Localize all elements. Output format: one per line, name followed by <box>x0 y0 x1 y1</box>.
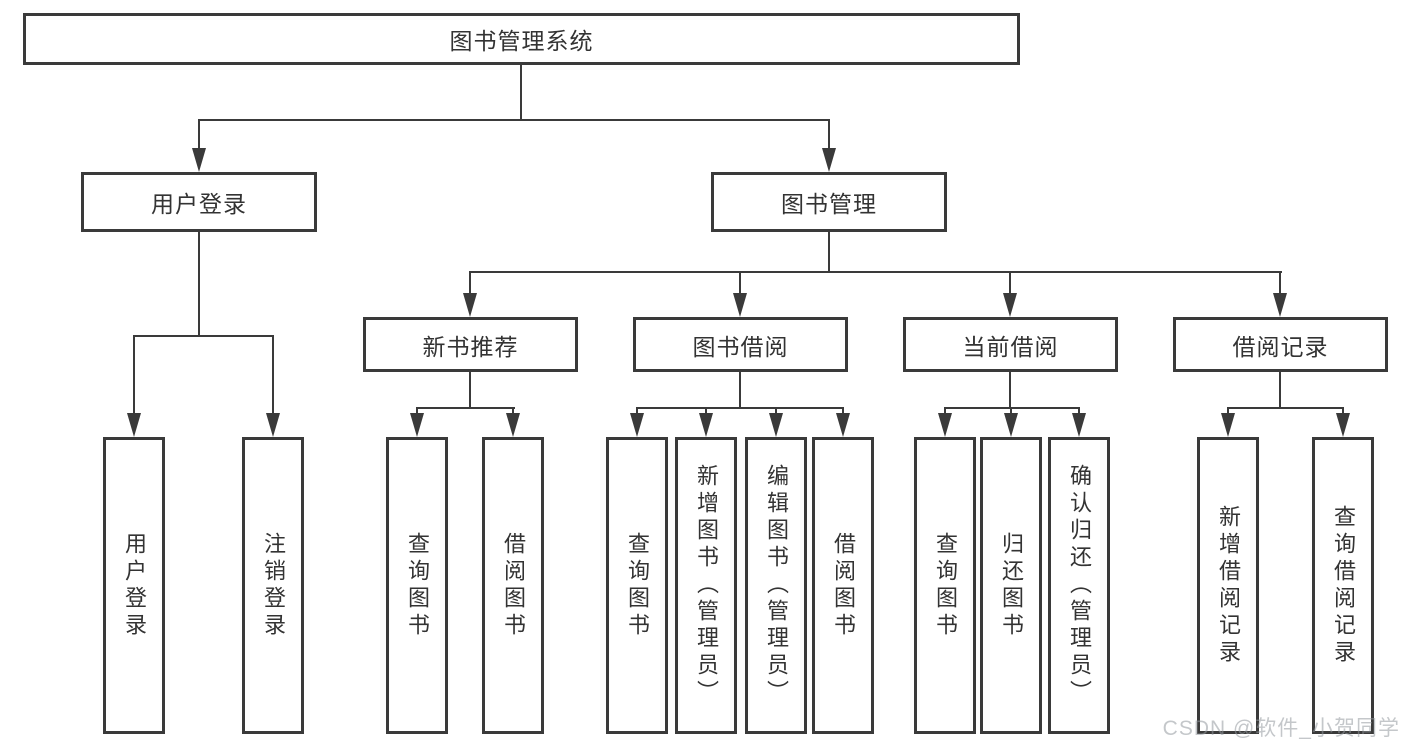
leaf-edit-book-admin-label: 编辑图书（管理员） <box>764 464 789 707</box>
connector-borrow-records-trunk <box>1279 372 1281 409</box>
leaf-borrow-books-1-label: 借阅图书 <box>501 531 526 640</box>
leaf-query-books-1: 查询图书 <box>386 437 448 734</box>
connector-stem-leaf-user-login <box>133 335 135 415</box>
node-current-borrow: 当前借阅 <box>903 317 1118 372</box>
csdn-watermark: CSDN @软件_小贺同学 <box>1162 717 1400 740</box>
arrowhead-new-book <box>463 293 477 317</box>
connector-stem-edit-book <box>775 407 777 417</box>
connector-stem-book-management <box>828 119 830 152</box>
arrowhead-confirm-return <box>1072 413 1086 437</box>
node-book-management: 图书管理 <box>711 172 947 232</box>
leaf-query-borrow-record-label: 查询借阅记录 <box>1331 504 1356 667</box>
leaf-borrow-books-1: 借阅图书 <box>482 437 544 734</box>
node-current-borrow-label: 当前借阅 <box>962 333 1059 360</box>
arrowhead-book-management <box>822 148 836 172</box>
connector-stem-confirm-return <box>1078 407 1080 417</box>
node-library-system-label: 图书管理系统 <box>449 28 594 54</box>
node-book-borrow: 图书借阅 <box>633 317 848 372</box>
connector-stem-borrow-books-1 <box>512 407 514 417</box>
leaf-borrow-books-2-label: 借阅图书 <box>831 531 856 640</box>
connector-stem-query-books-2 <box>636 407 638 417</box>
arrowhead-current-borrow <box>1003 293 1017 317</box>
connector-book-borrow-trunk <box>739 372 741 409</box>
node-user-login: 用户登录 <box>81 172 317 232</box>
connector-current-borrow-trunk <box>1009 372 1011 409</box>
arrowhead-borrow-records <box>1273 293 1287 317</box>
connector-stem-add-book <box>705 407 707 417</box>
leaf-user-login: 用户登录 <box>103 437 165 734</box>
connector-stem-book-borrow <box>739 271 741 295</box>
arrowhead-query-books-1 <box>410 413 424 437</box>
leaf-query-books-3-label: 查询图书 <box>933 531 958 640</box>
node-borrow-records-label: 借阅记录 <box>1232 333 1329 360</box>
leaf-query-borrow-record: 查询借阅记录 <box>1312 437 1374 734</box>
leaf-add-book-admin-label: 新增图书（管理员） <box>694 464 719 707</box>
node-borrow-records: 借阅记录 <box>1173 317 1388 372</box>
node-new-book-recommend-label: 新书推荐 <box>422 333 519 360</box>
connector-stem-query-books-3 <box>944 407 946 417</box>
connector-user-login-rail <box>133 335 274 337</box>
connector-new-book-trunk <box>469 372 471 409</box>
leaf-return-book-label: 归还图书 <box>999 531 1024 640</box>
connector-root-rail <box>198 119 830 121</box>
arrowhead-leaf-user-login <box>127 413 141 437</box>
arrowhead-borrow-books-1 <box>506 413 520 437</box>
connector-book-management-trunk <box>828 232 830 273</box>
connector-stem-query-record <box>1342 407 1344 417</box>
connector-stem-add-record <box>1227 407 1229 417</box>
arrowhead-leaf-logout <box>266 413 280 437</box>
arrowhead-return-book <box>1004 413 1018 437</box>
leaf-query-books-1-label: 查询图书 <box>405 531 430 640</box>
connector-user-login-trunk <box>198 232 200 335</box>
arrowhead-add-book <box>699 413 713 437</box>
connector-book-management-rail <box>469 271 1282 273</box>
leaf-logout: 注销登录 <box>242 437 304 734</box>
node-new-book-recommend: 新书推荐 <box>363 317 578 372</box>
connector-stem-new-book <box>469 271 471 295</box>
connector-stem-return-book <box>1010 407 1012 417</box>
arrowhead-query-books-3 <box>938 413 952 437</box>
leaf-add-book-admin: 新增图书（管理员） <box>675 437 737 734</box>
leaf-add-borrow-record: 新增借阅记录 <box>1197 437 1259 734</box>
connector-borrow-records-rail <box>1227 407 1344 409</box>
node-user-login-label: 用户登录 <box>151 191 247 217</box>
connector-stem-current-borrow <box>1009 271 1011 295</box>
arrowhead-book-borrow <box>733 293 747 317</box>
connector-new-book-rail <box>416 407 515 409</box>
connector-stem-user-login <box>198 119 200 152</box>
leaf-query-books-2-label: 查询图书 <box>625 531 650 640</box>
arrowhead-borrow-books-2 <box>836 413 850 437</box>
connector-stem-borrow-records <box>1279 271 1281 295</box>
node-book-management-label: 图书管理 <box>781 191 877 217</box>
leaf-borrow-books-2: 借阅图书 <box>812 437 874 734</box>
connector-book-borrow-rail <box>636 407 844 409</box>
connector-stem-query-books-1 <box>416 407 418 417</box>
connector-stem-leaf-logout <box>272 335 274 415</box>
arrowhead-query-record <box>1336 413 1350 437</box>
arrowhead-add-record <box>1221 413 1235 437</box>
leaf-edit-book-admin: 编辑图书（管理员） <box>745 437 807 734</box>
leaf-confirm-return-admin-label: 确认归还（管理员） <box>1067 464 1092 707</box>
leaf-confirm-return-admin: 确认归还（管理员） <box>1048 437 1110 734</box>
arrowhead-user-login <box>192 148 206 172</box>
leaf-query-books-2: 查询图书 <box>606 437 668 734</box>
leaf-user-login-label: 用户登录 <box>122 531 147 640</box>
connector-current-borrow-rail <box>944 407 1080 409</box>
node-library-system: 图书管理系统 <box>23 13 1020 65</box>
node-book-borrow-label: 图书借阅 <box>692 333 789 360</box>
arrowhead-query-books-2 <box>630 413 644 437</box>
leaf-add-borrow-record-label: 新增借阅记录 <box>1216 504 1241 667</box>
arrowhead-edit-book <box>769 413 783 437</box>
leaf-query-books-3: 查询图书 <box>914 437 976 734</box>
connector-root-trunk <box>520 65 522 121</box>
leaf-return-book: 归还图书 <box>980 437 1042 734</box>
leaf-logout-label: 注销登录 <box>261 531 286 640</box>
connector-stem-borrow-books-2 <box>842 407 844 417</box>
